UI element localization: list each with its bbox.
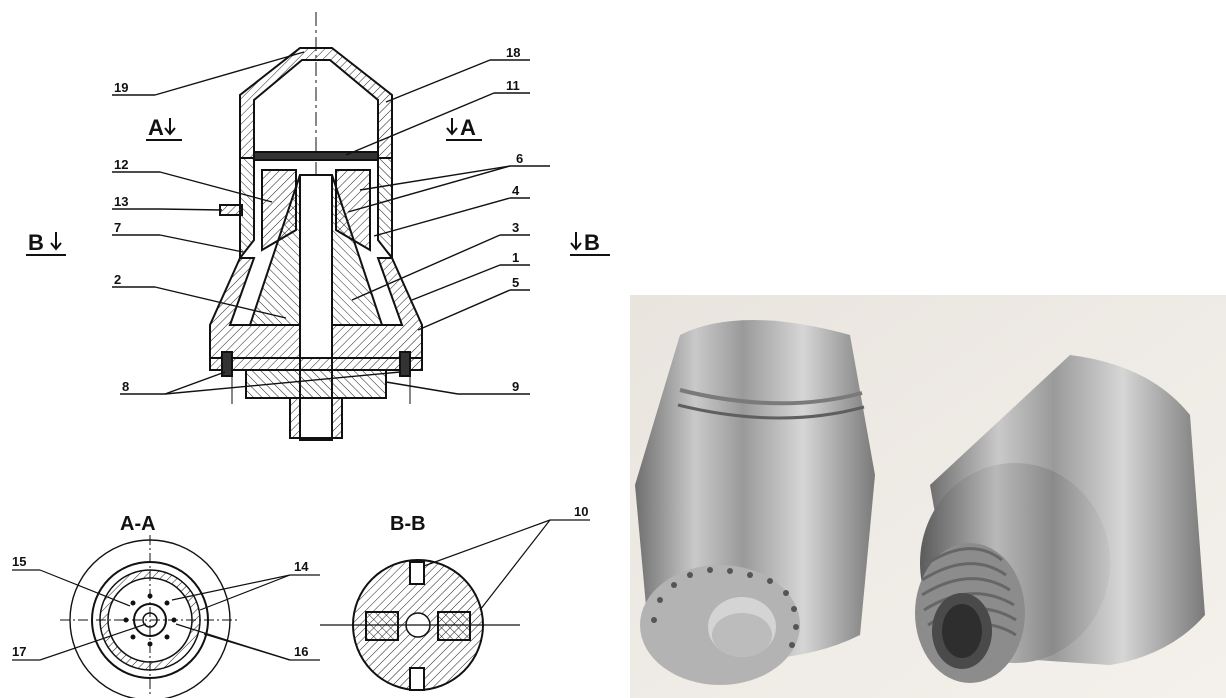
view-aa-title: A-A [120,513,156,535]
nozzle-part [635,320,875,685]
callout-1: 1 [512,250,519,265]
section-arrow-icon [50,232,62,251]
view-aa: A-A 15 14 17 16 [12,513,320,698]
callout-15: 15 [12,554,26,569]
section-a-left: A [148,115,164,140]
view-bb: B-B 10 [320,504,590,691]
threaded-part [915,355,1205,683]
product-photo [630,295,1226,698]
callout-labels: 19 18 11 6 12 13 4 7 3 2 1 5 8 9 [114,45,523,394]
section-arrow-icon [446,118,458,136]
callout-12: 12 [114,157,128,172]
view-bb-title: B-B [390,513,426,535]
callout-19: 19 [114,80,128,95]
main-section-view [209,12,423,441]
callout-5: 5 [512,275,519,290]
callout-10: 10 [574,504,588,519]
section-arrow-icon [570,232,582,251]
callout-4: 4 [512,183,520,198]
callout-14: 14 [294,559,309,574]
callout-6: 6 [516,151,523,166]
section-arrow-icon [164,118,176,136]
section-b-right: B [584,230,600,255]
callout-2: 2 [114,272,121,287]
callout-8: 8 [122,379,129,394]
section-a-right: A [460,115,476,140]
section-b-left: B [28,230,44,255]
callout-3: 3 [512,220,519,235]
callout-17: 17 [12,644,26,659]
callout-7: 7 [114,220,121,235]
callout-13: 13 [114,194,128,209]
section-markers: A A B B [26,115,610,256]
callout-18: 18 [506,45,520,60]
callout-16: 16 [294,644,308,659]
callout-9: 9 [512,379,519,394]
leader-lines [112,51,550,395]
callout-11: 11 [506,78,520,93]
